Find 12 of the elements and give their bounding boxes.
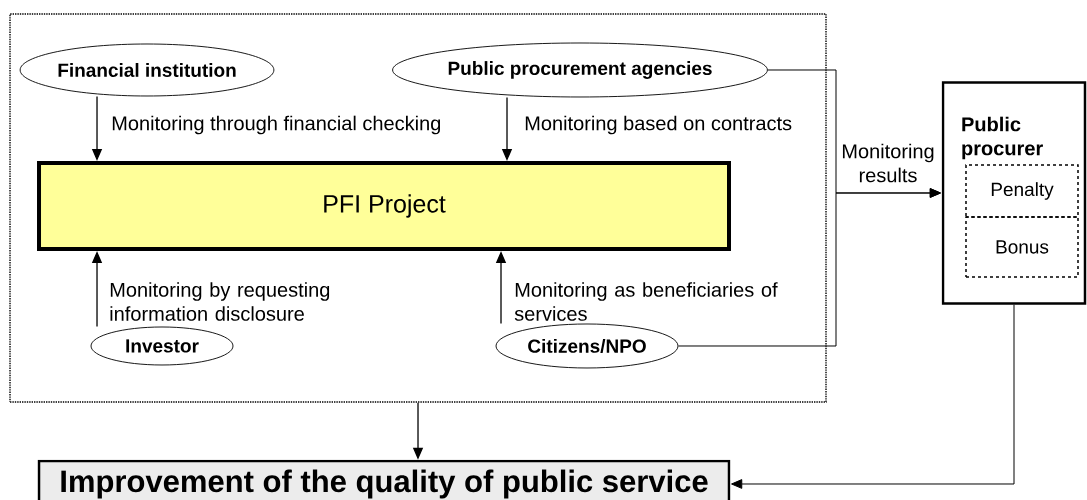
- project-box: PFI Project: [37, 161, 731, 251]
- edge-label: Monitoring as beneficiaries of services: [514, 282, 778, 321]
- arrow: [731, 304, 1015, 489]
- penalty-box: Penalty: [965, 164, 1079, 218]
- bonus-box: Bonus: [965, 216, 1079, 278]
- edge-label: Monitoring results: [842, 143, 934, 183]
- arrow: [677, 188, 941, 347]
- edge-label: Monitoring by requesting information disclosure: [110, 282, 330, 321]
- dotted-frame: [9, 13, 827, 403]
- result-box: Improvement of the quality of public service: [37, 459, 731, 500]
- edge-label: Monitoring through financial checking: [112, 115, 441, 135]
- edge-label: Monitoring based on contracts: [525, 115, 792, 135]
